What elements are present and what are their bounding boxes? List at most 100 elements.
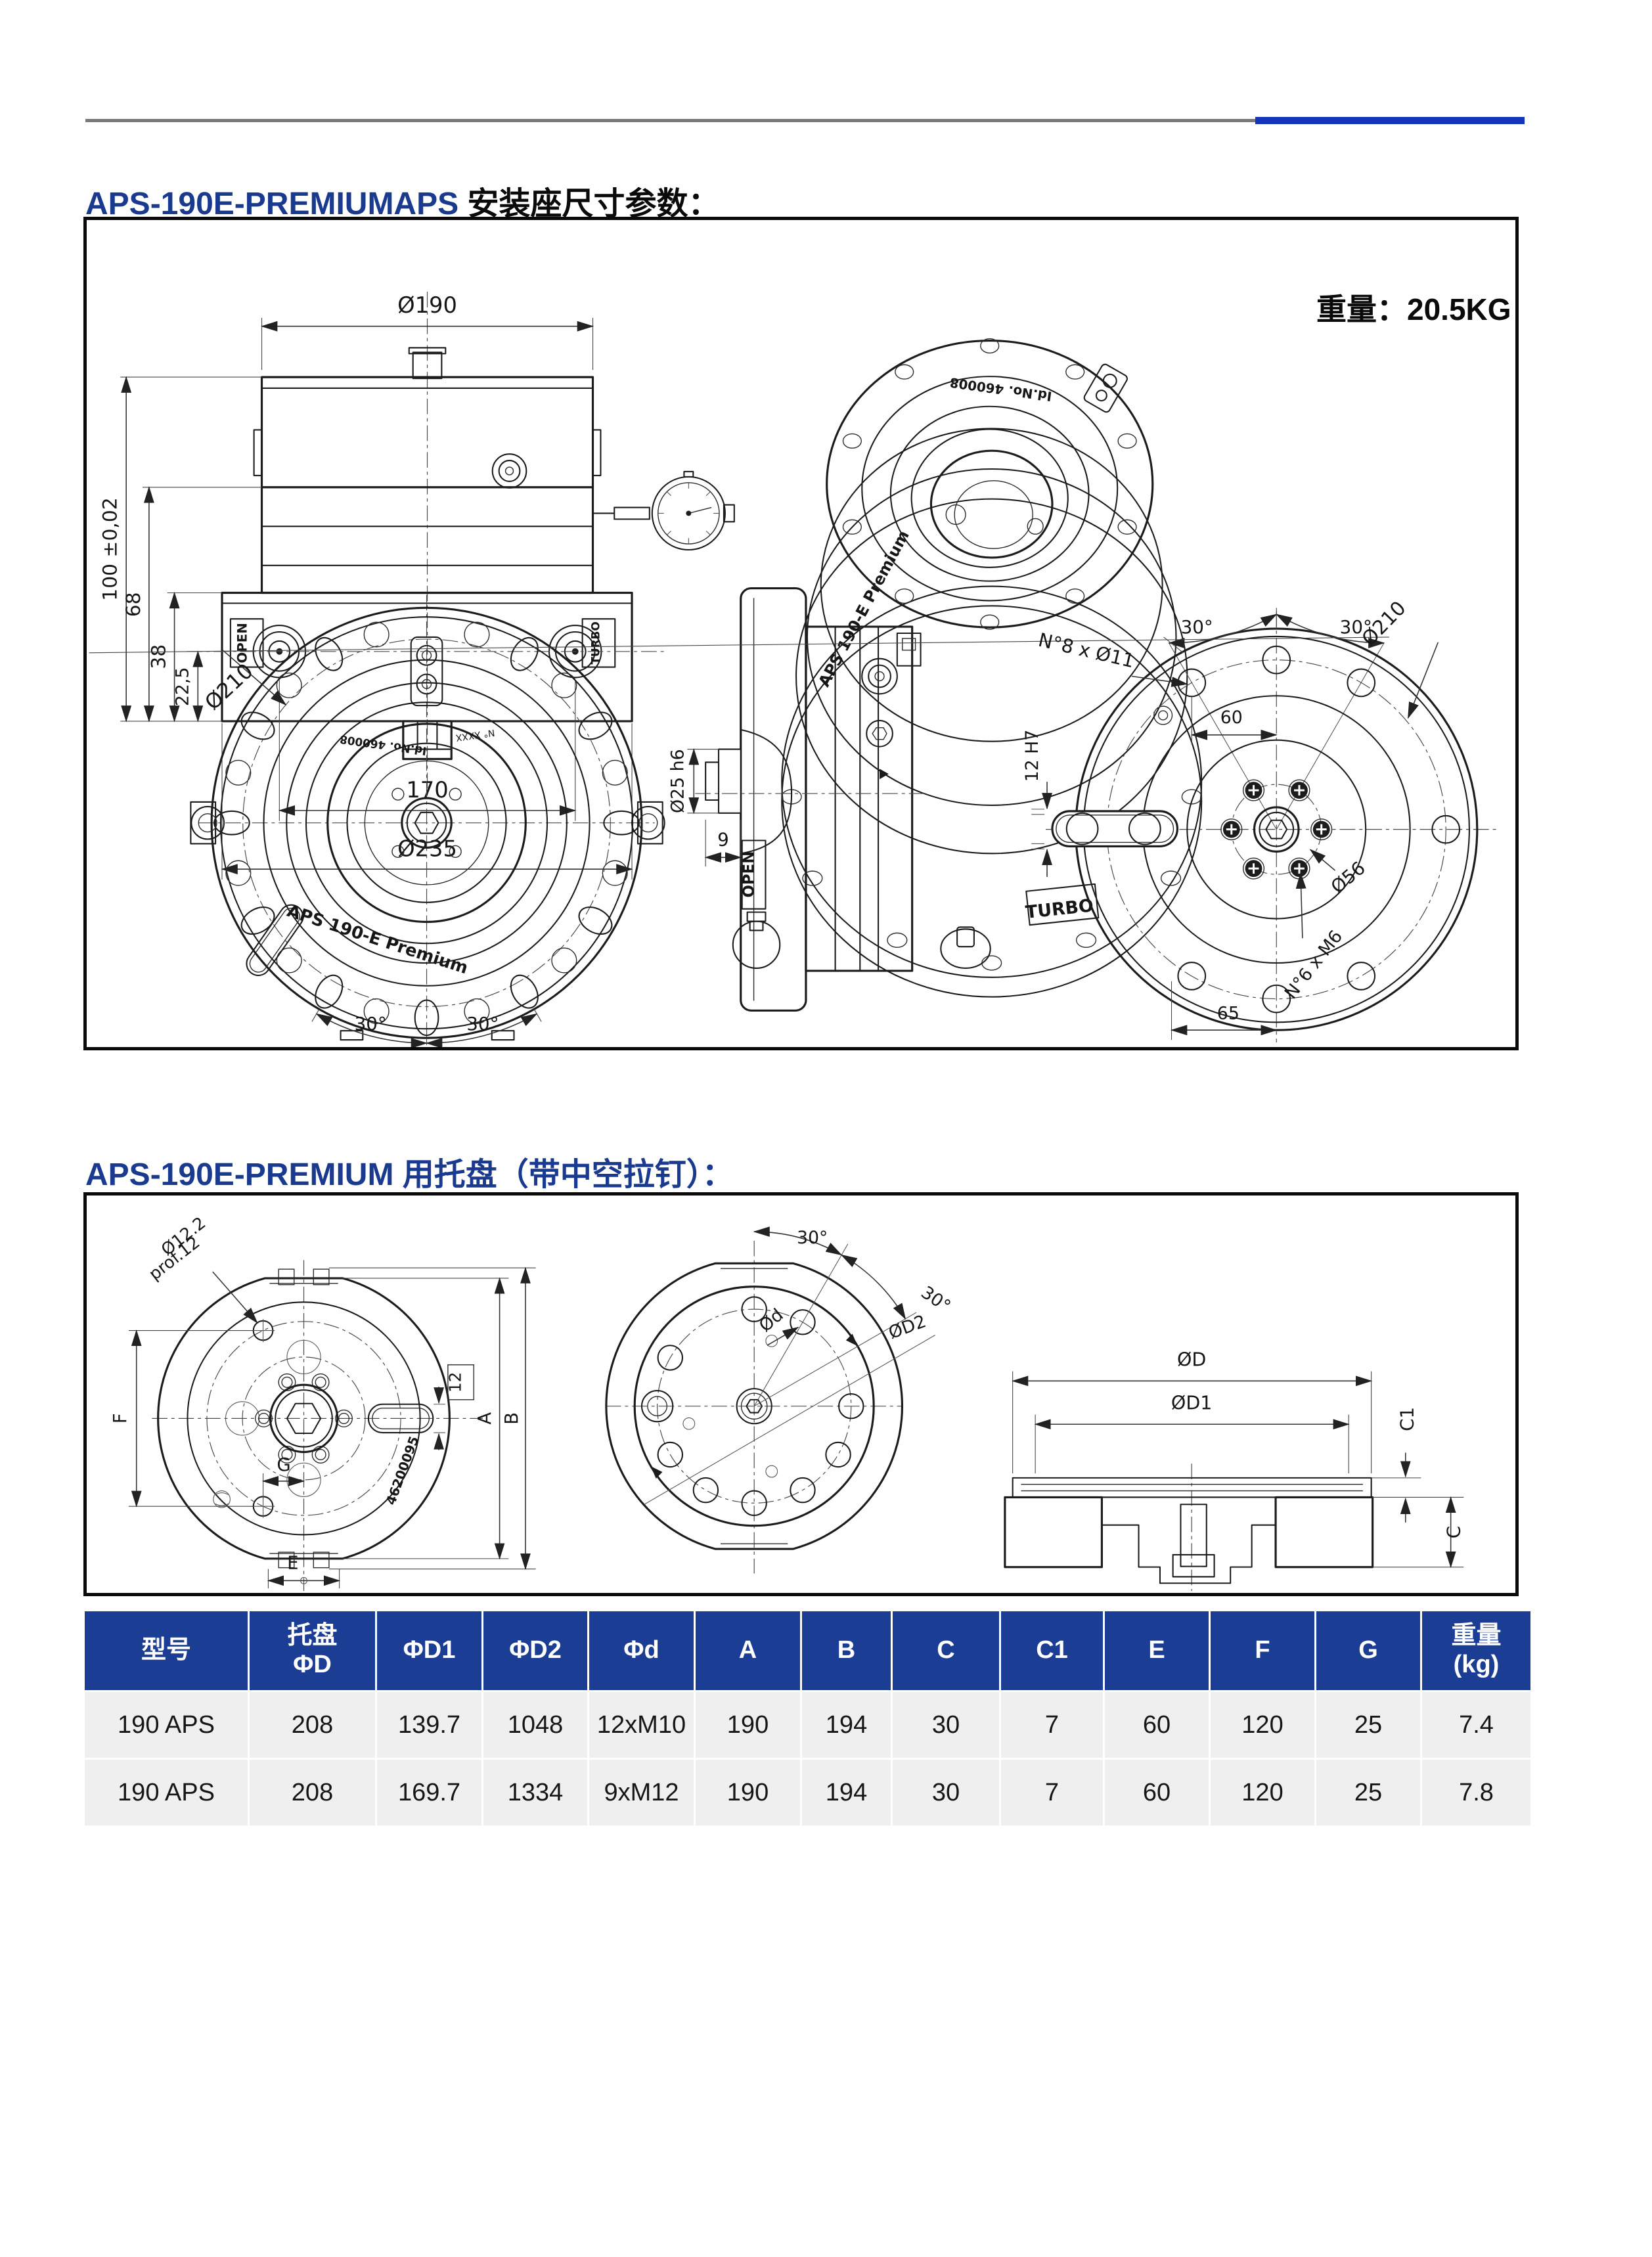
pallet-top-view [128, 1260, 536, 1592]
dimension-label: G [277, 1454, 290, 1475]
table-cell: 120 [1211, 1758, 1316, 1825]
table-header-cell: ΦD1 [377, 1611, 483, 1690]
dimension-label: TURBO [589, 621, 602, 664]
dimension-label: 30° [917, 1282, 954, 1316]
dimension-label: E [287, 1553, 298, 1574]
pallet-bottom-view [605, 1226, 935, 1574]
dimension-label: 12 [446, 1372, 465, 1393]
dimension-label: OPEN [235, 623, 250, 663]
section1-title-suffix: 安装座尺寸参数： [458, 187, 720, 221]
dimension-label: Ø190 [397, 292, 457, 318]
dimension-label: 100 ±0,02 [99, 497, 122, 600]
table-header-cell: B [802, 1611, 893, 1690]
table-header-cell: 重量 (kg) [1422, 1611, 1530, 1690]
table-cell: 169.7 [377, 1758, 483, 1825]
dimension-label: 38 [148, 644, 171, 669]
table-cell: 12xM10 [589, 1690, 696, 1758]
table-cell: 9xM12 [589, 1758, 696, 1825]
table-cell: 7 [1001, 1690, 1105, 1758]
section2-title: APS-190E-PREMIUM 用托盘（带中空拉钉）： [85, 1148, 734, 1194]
table-cell: 25 [1316, 1690, 1422, 1758]
top-rule-blue-accent [1255, 117, 1525, 124]
table-cell: 190 [696, 1690, 802, 1758]
dimension-label: 30° [466, 1013, 499, 1035]
table-cell: 7.8 [1422, 1758, 1530, 1825]
dimension-label: ØD [1177, 1349, 1206, 1371]
table-cell: 30 [893, 1690, 1001, 1758]
table-cell: 190 [696, 1758, 802, 1825]
table-cell: 190 APS [85, 1758, 250, 1825]
dimension-label: OPEN [741, 851, 758, 898]
table-header-cell: C [893, 1611, 1001, 1690]
top-rule-gray [85, 119, 1255, 122]
dimension-label: 60 [1220, 707, 1243, 728]
weight-note: 重量：20.5KG [1316, 292, 1511, 326]
table-header-cell: C1 [1001, 1611, 1105, 1690]
section1-title-model: APS-190E-PREMIUMAPS [85, 187, 459, 221]
dimension-label: 30° [1181, 616, 1213, 638]
dimension-label: A [474, 1412, 495, 1425]
table-cell: 194 [802, 1690, 893, 1758]
dimension-label: 65 [1217, 1003, 1239, 1023]
pallet-section-view [1004, 1371, 1464, 1592]
dimension-label: ØD2 [886, 1311, 929, 1343]
table-header-cell: E [1105, 1611, 1211, 1690]
section2-title-model: APS-190E-PREMIUM [85, 1157, 394, 1192]
dimension-label: Ø210 [200, 659, 257, 715]
dimension-label: Ø25 h6 [667, 749, 688, 813]
table-cell: 1048 [483, 1690, 589, 1758]
dimension-label: Id.No. 460008 [339, 732, 428, 757]
dimension-label: 30° [797, 1228, 828, 1248]
dimension-label: 68 [122, 592, 145, 617]
table-header-cell: 型号 [85, 1611, 250, 1690]
section1-title: APS-190E-PREMIUMAPS 安装座尺寸参数： [85, 177, 719, 223]
table-cell: 190 APS [85, 1690, 250, 1758]
circular-front-view [190, 594, 665, 1047]
table-cell: 60 [1105, 1690, 1211, 1758]
dimension-label: C [1443, 1526, 1464, 1538]
dimension-label: B [501, 1412, 522, 1425]
table-cell: 30 [893, 1758, 1001, 1825]
dimension-label: 12 H7 [1022, 730, 1042, 782]
dimension-label: 9 [717, 828, 729, 850]
dimension-label: C1 [1397, 1407, 1418, 1431]
dimension-label: 30° [1340, 616, 1372, 638]
dimension-label: ØD1 [1171, 1393, 1213, 1414]
dimension-label: F [110, 1413, 131, 1423]
dimension-label: 46200095 [383, 1434, 422, 1507]
section2-title-suffix: 用托盘（带中空拉钉）： [393, 1157, 734, 1192]
table-cell: 194 [802, 1758, 893, 1825]
dimension-label: 22,5 [172, 667, 192, 707]
dimension-label: N°6 x M6 [1281, 927, 1347, 1003]
table-header-cell: F [1211, 1611, 1316, 1690]
table-cell: 120 [1211, 1690, 1316, 1758]
table-cell: 139.7 [377, 1690, 483, 1758]
table-header-cell: ΦD2 [483, 1611, 589, 1690]
table-cell: 208 [250, 1690, 377, 1758]
table-header-cell: 托盘 ΦD [250, 1611, 377, 1690]
dimension-label: N°8 x Ø11 [1037, 629, 1137, 673]
isometric-view [781, 338, 1203, 998]
table-cell: 208 [250, 1758, 377, 1825]
table-cell: 25 [1316, 1758, 1422, 1825]
table-header-cell: G [1316, 1611, 1422, 1690]
table-header-cell: A [696, 1611, 802, 1690]
table-cell: 7.4 [1422, 1690, 1530, 1758]
side-section-view [687, 587, 927, 1012]
circular-rear-view [89, 608, 1497, 1043]
table-header-cell: Φd [589, 1611, 696, 1690]
dimension-label: 30° [355, 1013, 387, 1035]
table-cell: 1334 [483, 1758, 589, 1825]
table-cell: 7 [1001, 1758, 1105, 1825]
table-cell: 60 [1105, 1758, 1211, 1825]
dimension-label: Id.No. 460008 [949, 374, 1053, 404]
